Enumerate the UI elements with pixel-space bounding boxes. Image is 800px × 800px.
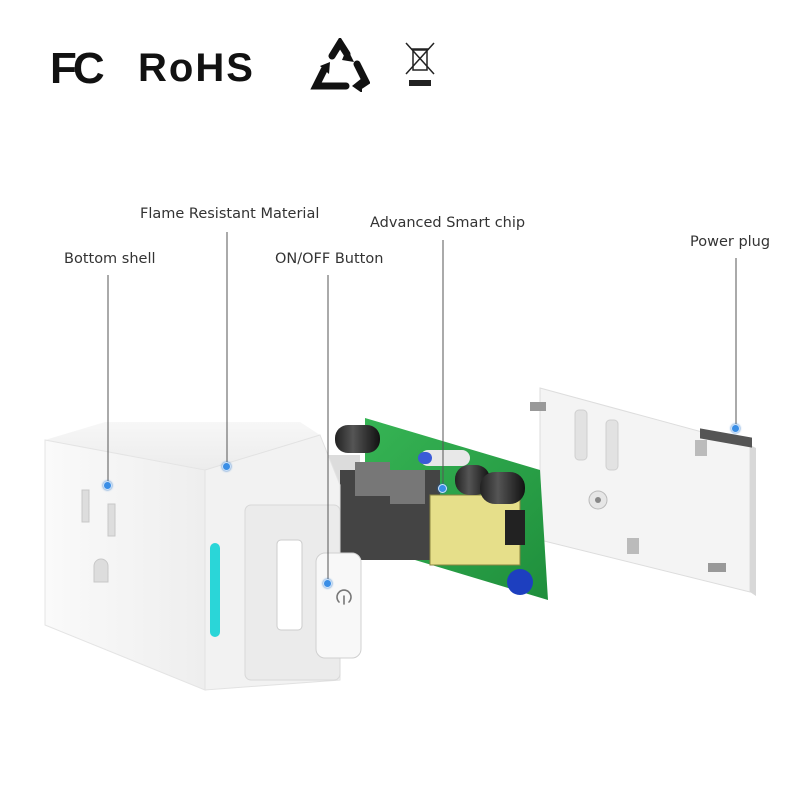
- on-off-button: [315, 552, 362, 659]
- callout-lines: [107, 232, 737, 583]
- power-icon: [336, 589, 352, 605]
- recycle-triangle-icon: [310, 38, 370, 92]
- fcc-logo-icon: FC: [50, 44, 105, 93]
- callout-power-plug-label: Power plug: [690, 234, 771, 250]
- callout-dot-on-off-button: [323, 579, 332, 588]
- callout-on-off-button-label: ON/OFF Button: [275, 251, 384, 267]
- callout-flame-resistant-label: Flame Resistant Material: [140, 206, 320, 222]
- led-indicator: [210, 543, 220, 637]
- power-plug-plate: [530, 387, 756, 596]
- callout-dot-flame-resistant: [222, 462, 231, 471]
- callout-bottom-shell-label: Bottom shell: [64, 251, 156, 267]
- callout-dot-bottom-shell: [103, 481, 112, 490]
- callout-dot-smart-chip: [438, 484, 447, 493]
- pcb-board: [300, 418, 548, 600]
- callout-smart-chip-label: Advanced Smart chip: [370, 215, 526, 231]
- callout-dot-power-plug: [731, 424, 740, 433]
- crossed-bin-weee-icon: [405, 42, 435, 86]
- bottom-shell: [44, 422, 362, 691]
- rohs-logo-icon: RoHS: [138, 46, 255, 90]
